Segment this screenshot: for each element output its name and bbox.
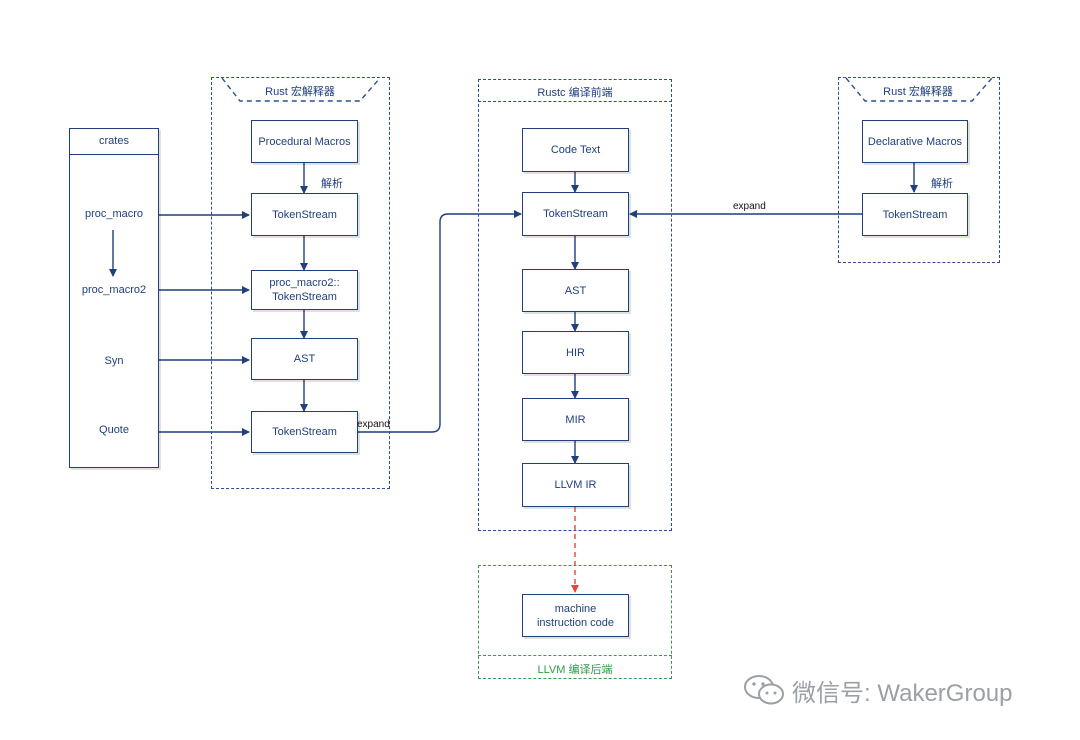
node-llvm-ir-label: LLVM IR [554, 479, 597, 491]
group-rust-macro-right-title: Rust 宏解释器 [883, 86, 953, 98]
group-llvm-backend-footer-line [478, 655, 672, 656]
crates-panel [69, 128, 159, 468]
node-left-ast: AST [251, 338, 358, 380]
node-mir: MIR [522, 398, 629, 441]
group-llvm-backend-title: LLVM 编译后端 [537, 664, 613, 676]
node-center-ast-label: AST [564, 284, 587, 297]
node-center-token-stream-label: TokenStream [543, 208, 608, 220]
node-llvm-ir: LLVM IR [522, 463, 629, 507]
node-left-token-stream-2: TokenStream [251, 411, 358, 453]
node-procedural-macros-label: Procedural Macros [258, 135, 351, 148]
edge-label-expand-right: expand [733, 201, 766, 212]
node-machine-code-line2: instruction code [536, 616, 615, 629]
wechat-icon [742, 672, 786, 708]
watermark: 微信号: WakerGroup [742, 670, 1062, 710]
node-machine-code-line1: machine [554, 602, 597, 615]
crate-quote: Quote [99, 424, 129, 436]
node-code-text: Code Text [522, 128, 629, 172]
crates-title: crates [99, 135, 129, 147]
node-proc-macro2-token-stream: proc_macro2:: TokenStream [251, 270, 358, 310]
group-rustc-frontend-header-line [478, 101, 672, 102]
node-mir-label: MIR [565, 413, 586, 426]
node-procedural-macros: Procedural Macros [251, 120, 358, 163]
node-code-text-label: Code Text [550, 144, 601, 156]
node-hir-label: HIR [566, 346, 585, 359]
node-left-token-stream-1-label: TokenStream [272, 208, 337, 221]
node-center-ast: AST [522, 269, 629, 312]
crates-header: crates [69, 128, 159, 155]
node-proc-macro2-line2: TokenStream [272, 291, 337, 303]
node-hir: HIR [522, 331, 629, 374]
node-declarative-macros: Declarative Macros [862, 120, 968, 163]
group-rust-macro-left-title: Rust 宏解释器 [265, 86, 335, 98]
node-proc-macro2-line1: proc_macro2:: [269, 277, 340, 289]
group-llvm-backend [478, 565, 672, 679]
node-left-token-stream-1: TokenStream [251, 193, 358, 236]
node-right-token-stream-label: TokenStream [882, 208, 948, 221]
edge-expand-left [358, 210, 522, 433]
group-rust-macro-left [211, 77, 390, 489]
crate-proc-macro: proc_macro [84, 208, 144, 220]
group-rustc-frontend [478, 79, 672, 531]
edge-label-expand-left: expand [357, 419, 390, 430]
node-declarative-macros-label: Declarative Macros [867, 135, 963, 148]
group-rustc-frontend-title: Rustc 编译前端 [537, 87, 613, 99]
node-left-ast-label: AST [293, 353, 316, 365]
parse-label-right: 解析 [931, 178, 953, 190]
node-left-token-stream-2-label: TokenStream [272, 426, 337, 438]
watermark-text: 微信号: WakerGroup [792, 679, 1013, 707]
parse-label-left: 解析 [321, 178, 343, 190]
crate-syn: Syn [104, 355, 124, 367]
node-machine-instruction-code: machine instruction code [522, 594, 629, 637]
group-rust-macro-right [838, 77, 1000, 263]
node-right-token-stream: TokenStream [862, 193, 968, 236]
crate-proc-macro2: proc_macro2 [81, 284, 147, 296]
node-center-token-stream: TokenStream [522, 192, 629, 236]
